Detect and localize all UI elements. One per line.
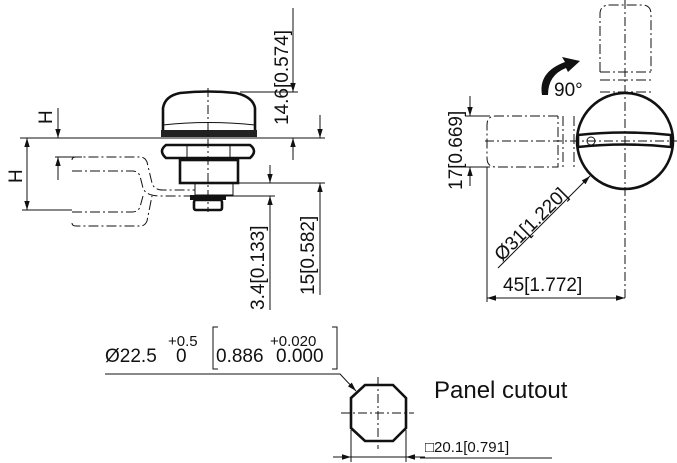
handle-rotated: [599, 4, 652, 72]
cutout-inch-value: 0.886: [216, 346, 264, 367]
front-view: 90° 17[0.669] Ø31[1.220] 45[1.772]: [446, 0, 677, 302]
cutout-tol-minus: 0: [176, 346, 187, 367]
bracket-right: [332, 326, 338, 370]
side-view: H H 14.6[0.574] 15[0.582] 3.4[0.133]: [6, 8, 325, 310]
dim-handle-width: 17[0.669]: [446, 111, 467, 190]
cutout-inch-tol-minus: 0.000: [276, 346, 324, 367]
slot: [576, 131, 673, 149]
cutout-tol-plus: +0.5: [168, 333, 198, 350]
rotate-arrow-icon: [541, 57, 580, 95]
stem: [194, 182, 234, 196]
cutout-shape: [349, 383, 408, 443]
cutout-diameter: Ø22.5: [105, 346, 157, 367]
dim-swing: 45[1.772]: [503, 275, 582, 296]
handle-home: [486, 115, 559, 168]
dim-height-total: 15[0.582]: [298, 216, 319, 295]
cutout-square: □20.1[0.791]: [425, 439, 509, 456]
dim-screw: 3.4[0.133]: [248, 225, 269, 310]
cutout-leader: [105, 373, 357, 392]
cam-upper-inner: [72, 170, 195, 197]
cutout-title: Panel cutout: [434, 377, 568, 404]
diameter-leader: [497, 175, 591, 269]
bracket-left: [212, 326, 218, 370]
cam-lower-inner: [72, 195, 144, 213]
nut: [160, 143, 256, 160]
cutout-inch-tol-plus: +0.020: [270, 333, 316, 350]
panel-cutout: Ø22.5 +0.5 0 0.886 +0.020 0.000 Panel cu…: [105, 326, 568, 462]
h-large-label: H: [6, 169, 27, 183]
slot-hole: [586, 136, 596, 146]
knob-base: [161, 130, 257, 137]
dim-diameter: Ø31[1.220]: [491, 184, 572, 265]
dim-height-top: 14.6[0.574]: [272, 30, 293, 125]
body: [178, 158, 240, 185]
knob-edge: [162, 122, 256, 126]
rotation-label: 90°: [554, 80, 583, 101]
cam-upper: [71, 156, 195, 191]
cam-lower: [71, 195, 153, 227]
h-small-label: H: [36, 110, 57, 124]
